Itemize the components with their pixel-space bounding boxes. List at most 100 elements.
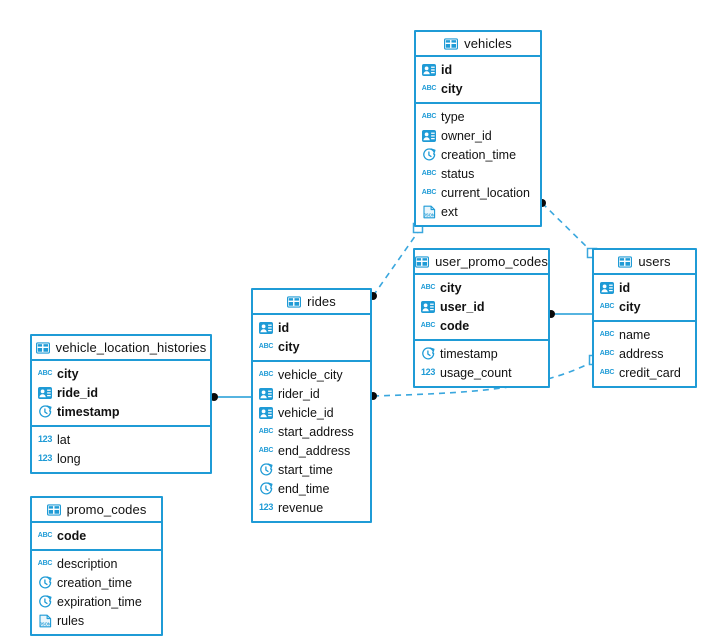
column-row[interactable]: id — [594, 278, 695, 297]
id-card-icon — [259, 321, 273, 335]
clock-icon — [422, 147, 436, 162]
column-name: vehicle_id — [278, 405, 334, 420]
table-title: users — [638, 254, 671, 269]
column-name: user_id — [440, 299, 485, 314]
column-row[interactable]: id — [253, 318, 370, 337]
table-header-vehicles[interactable]: vehicles — [416, 32, 540, 57]
column-name: type — [441, 109, 465, 124]
clock-icon — [38, 575, 52, 590]
column-row[interactable]: ride_id — [32, 383, 210, 402]
relationship-rel-upc-users[interactable] — [547, 310, 592, 318]
abc-icon: ABC — [420, 322, 436, 329]
column-name: lat — [57, 432, 71, 447]
column-name: rider_id — [278, 386, 320, 401]
column-row[interactable]: 123 long — [32, 449, 210, 468]
column-row[interactable]: ABC address — [594, 344, 695, 363]
column-name: revenue — [278, 500, 324, 515]
column-row[interactable]: timestamp — [32, 402, 210, 421]
table-title: user_promo_codes — [435, 254, 548, 269]
id-card-icon — [259, 406, 273, 420]
table-header-user_promo_codes[interactable]: user_promo_codes — [415, 250, 548, 275]
abc-icon: ABC — [258, 343, 274, 350]
abc-icon: ABC — [599, 350, 615, 357]
column-name: credit_card — [619, 365, 681, 380]
table-title: vehicles — [464, 36, 512, 51]
column-row[interactable]: user_id — [415, 297, 548, 316]
column-row[interactable]: creation_time — [32, 573, 161, 592]
abc-icon: ABC — [420, 284, 436, 291]
column-row[interactable]: timestamp — [415, 344, 548, 363]
column-name: name — [619, 327, 651, 342]
column-name: city — [619, 299, 641, 314]
table-header-promo_codes[interactable]: promo_codes — [32, 498, 161, 523]
column-row[interactable]: rider_id — [253, 384, 370, 403]
clock-icon — [259, 481, 273, 496]
column-name: city — [441, 81, 463, 96]
column-row[interactable]: creation_time — [416, 145, 540, 164]
id-card-icon — [600, 281, 614, 295]
123-icon: 123 — [37, 453, 53, 463]
svg-text:JSON: JSON — [39, 621, 50, 626]
column-row[interactable]: vehicle_id — [253, 403, 370, 422]
column-name: creation_time — [57, 575, 133, 590]
column-name: owner_id — [441, 128, 492, 143]
relationship-rel-vlh-rides[interactable] — [210, 393, 251, 401]
table-icon — [35, 341, 50, 355]
column-name: description — [57, 556, 118, 571]
column-row[interactable]: id — [416, 60, 540, 79]
table-title: rides — [307, 294, 336, 309]
column-name: ride_id — [57, 385, 98, 400]
column-name: ext — [441, 204, 458, 219]
column-row[interactable]: 123 revenue — [253, 498, 370, 517]
column-row[interactable]: end_time — [253, 479, 370, 498]
column-name: address — [619, 346, 664, 361]
table-icon — [444, 37, 459, 51]
table-header-users[interactable]: users — [594, 250, 695, 275]
123-icon: 123 — [258, 502, 274, 512]
column-row[interactable]: owner_id — [416, 126, 540, 145]
table-header-rides[interactable]: rides — [253, 290, 370, 315]
column-row[interactable]: expiration_time — [32, 592, 161, 611]
table-icon — [415, 255, 430, 269]
column-name: timestamp — [57, 404, 120, 419]
column-row[interactable]: start_time — [253, 460, 370, 479]
table-header-vehicle_location_histories[interactable]: vehicle_location_histories — [32, 336, 210, 361]
abc-icon: ABC — [37, 370, 53, 377]
column-name: timestamp — [440, 346, 498, 361]
column-name: id — [278, 320, 290, 335]
column-name: long — [57, 451, 81, 466]
